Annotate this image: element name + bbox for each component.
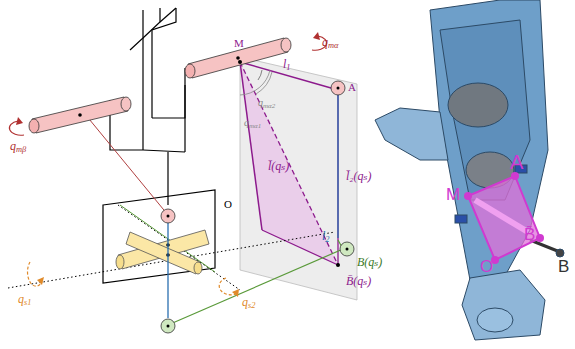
figure-label: qmα1 [244,118,261,128]
joint-cylinder [116,230,209,274]
figure-label: A [510,152,523,172]
figure-label: l̄(qₛ) [268,160,289,172]
joint-circle [161,319,175,333]
link-line [337,95,338,238]
arrowhead [16,117,23,125]
joint-circle [161,209,175,223]
link-line [240,62,262,230]
joint-dot [238,60,242,64]
figure-label: qs2 [242,296,255,308]
figure-label: B(qₛ) [357,256,382,268]
figure-label: l2 [322,230,330,242]
joint-dot [167,325,170,328]
link-line [262,230,338,265]
axis-line [118,205,240,290]
figure-label: A [348,82,356,93]
purple-region [240,62,338,265]
motor-cylinder [29,97,131,133]
joint-dot [464,192,472,200]
parallelogram-link [468,176,540,260]
link-line [240,62,338,90]
arrowhead [232,289,239,297]
link-bar [475,200,528,232]
figure-label: l1 [283,58,291,70]
link-line [80,108,168,215]
robot-leg-render [375,0,564,340]
link-line [167,222,168,318]
figure-label: M [446,186,460,203]
motor-cylinder [185,38,291,78]
figure-label: qs1 [18,293,31,305]
joint-circle [340,242,354,256]
figure-label: qmα [322,36,338,48]
angle-arc [258,70,262,80]
figure-label: l̄₂(qₛ) [346,170,372,182]
arrowhead [37,277,44,285]
figure-label: O [224,199,232,210]
link-line [337,90,338,265]
dashed-line [240,62,338,265]
frame [103,8,215,283]
angle-arc [240,70,270,95]
grey-plane [240,57,357,300]
joint-dot [337,87,340,90]
figure-label: qmα2 [258,98,275,108]
link-line [168,249,343,325]
figure-label: qmβ [10,140,26,152]
joint-dot [336,263,340,267]
arrowhead [313,32,320,40]
joint-dot [346,248,349,251]
joint-dot [536,234,544,242]
joint-circle [331,81,345,95]
joint-dot [167,215,170,218]
figure-label: M [234,38,244,49]
figure-label: B̄(qₛ) [346,275,371,287]
figure-label: O [480,258,493,275]
joint-dot [511,172,519,180]
figure-label: B [558,258,569,275]
figure-label: B̄ [524,226,535,243]
